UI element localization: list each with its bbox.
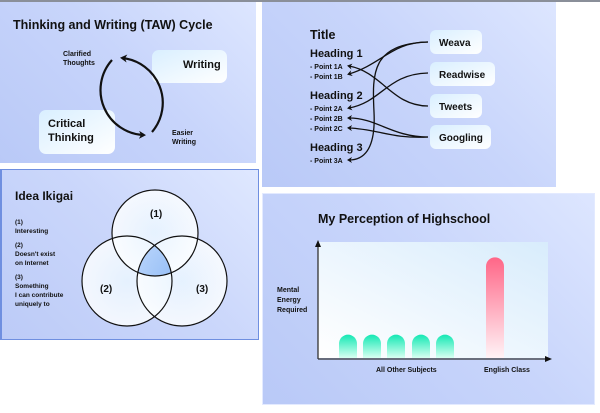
ikigai-venn-diagram: Idea Ikigai (1) Interesting (2) Doesn't … <box>15 189 228 327</box>
plot-area <box>318 242 548 358</box>
x-group-label-other: All Other Subjects <box>376 367 437 374</box>
venn-circle-3 <box>136 235 228 327</box>
legend-3-line3: uniquely to <box>15 301 50 308</box>
source-tweets-bubble <box>430 94 482 118</box>
legend-1-line1: Interesting <box>15 228 48 235</box>
y-label-line2: Energy <box>277 297 301 304</box>
bar-other-subject-4 <box>412 334 430 358</box>
legend-2-line1: Doesn't exist <box>15 251 56 258</box>
critical-thinking-label-line1: Critical <box>48 118 85 130</box>
cycle-arrow-right <box>120 54 164 133</box>
source-weava-bubble <box>430 30 482 54</box>
heading-1: Heading 1 <box>310 48 363 60</box>
idea-ikigai-panel: Idea Ikigai (1) Interesting (2) Doesn't … <box>0 169 259 340</box>
legend-3-num: (3) <box>15 274 23 281</box>
source-tweets: Tweets <box>439 102 473 113</box>
venn-label-1: (1) <box>150 209 162 220</box>
y-label-line3: Required <box>277 307 307 314</box>
point-1b: - Point 1B <box>310 74 343 81</box>
x-group-label-english: English Class <box>484 367 530 374</box>
taw-cycle-diagram: Thinking and Writing (TAW) Cycle Writing… <box>13 18 227 154</box>
link-googling-point-2b <box>347 115 429 138</box>
source-googling-bubble <box>430 125 491 149</box>
y-label-line1: Mental <box>277 287 299 294</box>
venn-label-3: (3) <box>196 284 208 295</box>
outline-title: Title <box>310 28 336 42</box>
writing-bubble <box>152 50 227 83</box>
clarified-thoughts-line2: Thoughts <box>63 60 95 67</box>
easier-writing-line1: Easier <box>172 130 193 137</box>
heading-3: Heading 3 <box>310 142 363 154</box>
venn-label-2: (2) <box>100 284 112 295</box>
source-googling: Googling <box>439 133 483 144</box>
critical-thinking-label-line2: Thinking <box>48 132 94 144</box>
legend-2-num: (2) <box>15 242 23 249</box>
outline-sources-panel: Title Heading 1 - Point 1A - Point 1B He… <box>262 2 556 187</box>
venn-circle-2 <box>81 235 173 327</box>
point-2b: - Point 2B <box>310 116 343 123</box>
legend-2-line2: on Internet <box>15 260 49 267</box>
source-readwise-bubble <box>430 62 495 86</box>
link-readwise-point-2a <box>347 72 429 111</box>
bar-english-class <box>486 257 504 358</box>
critical-thinking-bubble <box>39 110 115 154</box>
top-border <box>0 0 600 2</box>
venn-circle-1 <box>111 189 199 277</box>
legend-3-line1: Something <box>15 283 49 290</box>
venn-center-intersection <box>137 236 172 276</box>
point-1a: - Point 1A <box>310 64 343 71</box>
easier-writing-line2: Writing <box>172 139 196 146</box>
bars-group <box>339 257 504 358</box>
point-3a: - Point 3A <box>310 158 343 165</box>
outline-diagram: Title Heading 1 - Point 1A - Point 1B He… <box>310 28 495 165</box>
link-weava-point-3a <box>347 41 429 163</box>
cycle-arrow-left <box>99 59 146 139</box>
point-2a: - Point 2A <box>310 106 343 113</box>
venn-circle-1-fill <box>112 190 198 276</box>
taw-cycle-panel: Thinking and Writing (TAW) Cycle Writing… <box>0 2 256 165</box>
link-googling-point-2c <box>347 125 429 138</box>
link-tweets-point-1a <box>347 63 429 107</box>
legend-3-line2: I can contribute <box>15 292 64 299</box>
legend-1-num: (1) <box>15 219 23 226</box>
bar-other-subject-1 <box>339 334 357 358</box>
heading-2: Heading 2 <box>310 90 363 102</box>
source-weava: Weava <box>439 38 471 49</box>
writing-label: Writing <box>183 59 221 71</box>
clarified-thoughts-line1: Clarified <box>63 51 91 58</box>
bar-other-subject-2 <box>363 334 381 358</box>
taw-title: Thinking and Writing (TAW) Cycle <box>13 18 213 32</box>
source-readwise: Readwise <box>439 70 486 81</box>
highschool-bar-chart: My Perception of Highschool Mental Energ… <box>277 212 552 374</box>
chart-title: My Perception of Highschool <box>318 212 490 226</box>
point-2c: - Point 2C <box>310 126 343 133</box>
bar-other-subject-5 <box>436 334 454 358</box>
highschool-chart-panel: My Perception of Highschool Mental Energ… <box>262 193 595 405</box>
ikigai-title: Idea Ikigai <box>15 189 73 203</box>
bar-other-subject-3 <box>387 334 405 358</box>
